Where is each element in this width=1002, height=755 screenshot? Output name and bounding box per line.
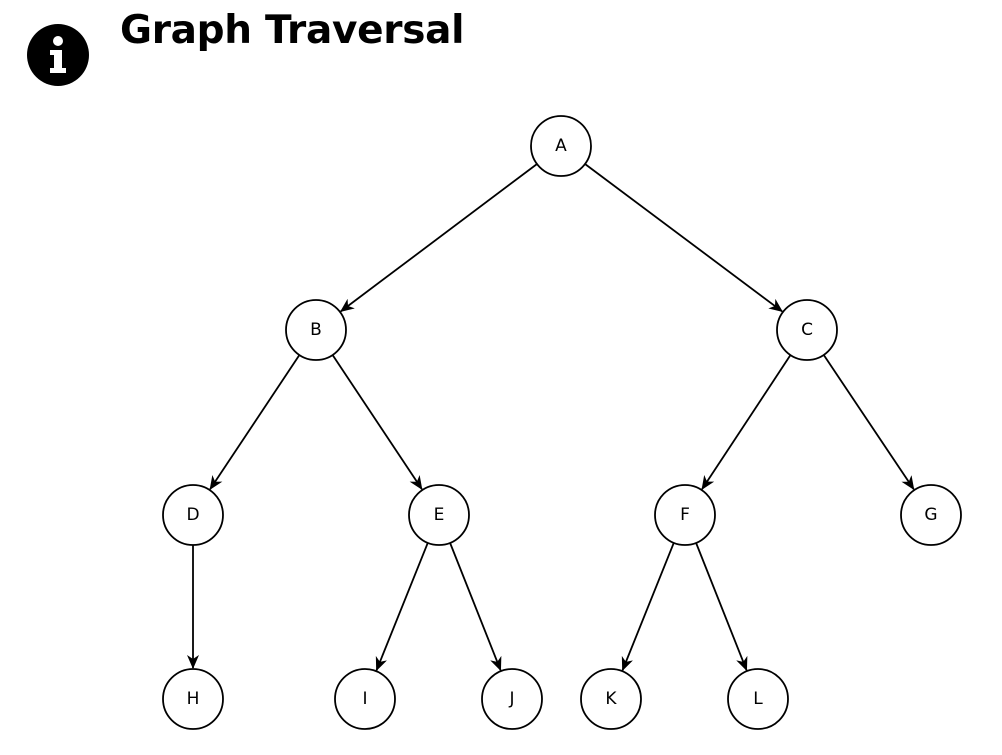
edge-e-i bbox=[375, 542, 429, 672]
node-j: J bbox=[481, 668, 543, 730]
node-circle bbox=[408, 484, 470, 546]
node-c: C bbox=[776, 299, 838, 361]
node-circle bbox=[530, 115, 592, 177]
edge-c-g bbox=[822, 354, 915, 491]
node-l: L bbox=[727, 668, 789, 730]
node-label: E bbox=[434, 505, 445, 525]
node-label: H bbox=[187, 689, 200, 709]
node-f: F bbox=[654, 484, 716, 546]
node-label: J bbox=[508, 689, 514, 709]
node-label: D bbox=[186, 505, 199, 525]
node-k: K bbox=[580, 668, 642, 730]
edge-e-j bbox=[449, 542, 502, 672]
node-circle bbox=[776, 299, 838, 361]
node-circle bbox=[481, 668, 543, 730]
edge-b-e bbox=[331, 354, 423, 491]
edge-a-b bbox=[339, 163, 538, 313]
node-a: A bbox=[530, 115, 592, 177]
node-b: B bbox=[285, 299, 347, 361]
node-i: I bbox=[334, 668, 396, 730]
node-label: I bbox=[362, 689, 367, 709]
edge-b-d bbox=[209, 354, 301, 491]
info-icon bbox=[27, 24, 89, 86]
node-g: G bbox=[900, 484, 962, 546]
node-label: L bbox=[753, 689, 763, 709]
node-circle bbox=[580, 668, 642, 730]
node-label: K bbox=[605, 689, 617, 709]
nodes-layer: A B C D E F G H I J K L bbox=[162, 115, 962, 730]
node-label: A bbox=[555, 136, 567, 156]
node-circle bbox=[162, 484, 224, 546]
node-label: B bbox=[310, 320, 322, 340]
edges-layer bbox=[187, 163, 915, 672]
node-label: G bbox=[924, 505, 937, 525]
node-e: E bbox=[408, 484, 470, 546]
node-circle bbox=[285, 299, 347, 361]
node-h: H bbox=[162, 668, 224, 730]
page-title: Graph Traversal bbox=[120, 8, 465, 53]
node-circle bbox=[900, 484, 962, 546]
edge-f-k bbox=[621, 542, 675, 672]
node-label: F bbox=[680, 505, 690, 525]
node-circle bbox=[654, 484, 716, 546]
header: Graph Traversal bbox=[0, 0, 1002, 90]
edge-a-c bbox=[584, 163, 783, 313]
node-circle bbox=[334, 668, 396, 730]
node-circle bbox=[727, 668, 789, 730]
node-label: C bbox=[801, 320, 813, 340]
edge-c-f bbox=[701, 354, 792, 490]
edge-f-l bbox=[695, 542, 748, 672]
node-d: D bbox=[162, 484, 224, 546]
node-circle bbox=[162, 668, 224, 730]
